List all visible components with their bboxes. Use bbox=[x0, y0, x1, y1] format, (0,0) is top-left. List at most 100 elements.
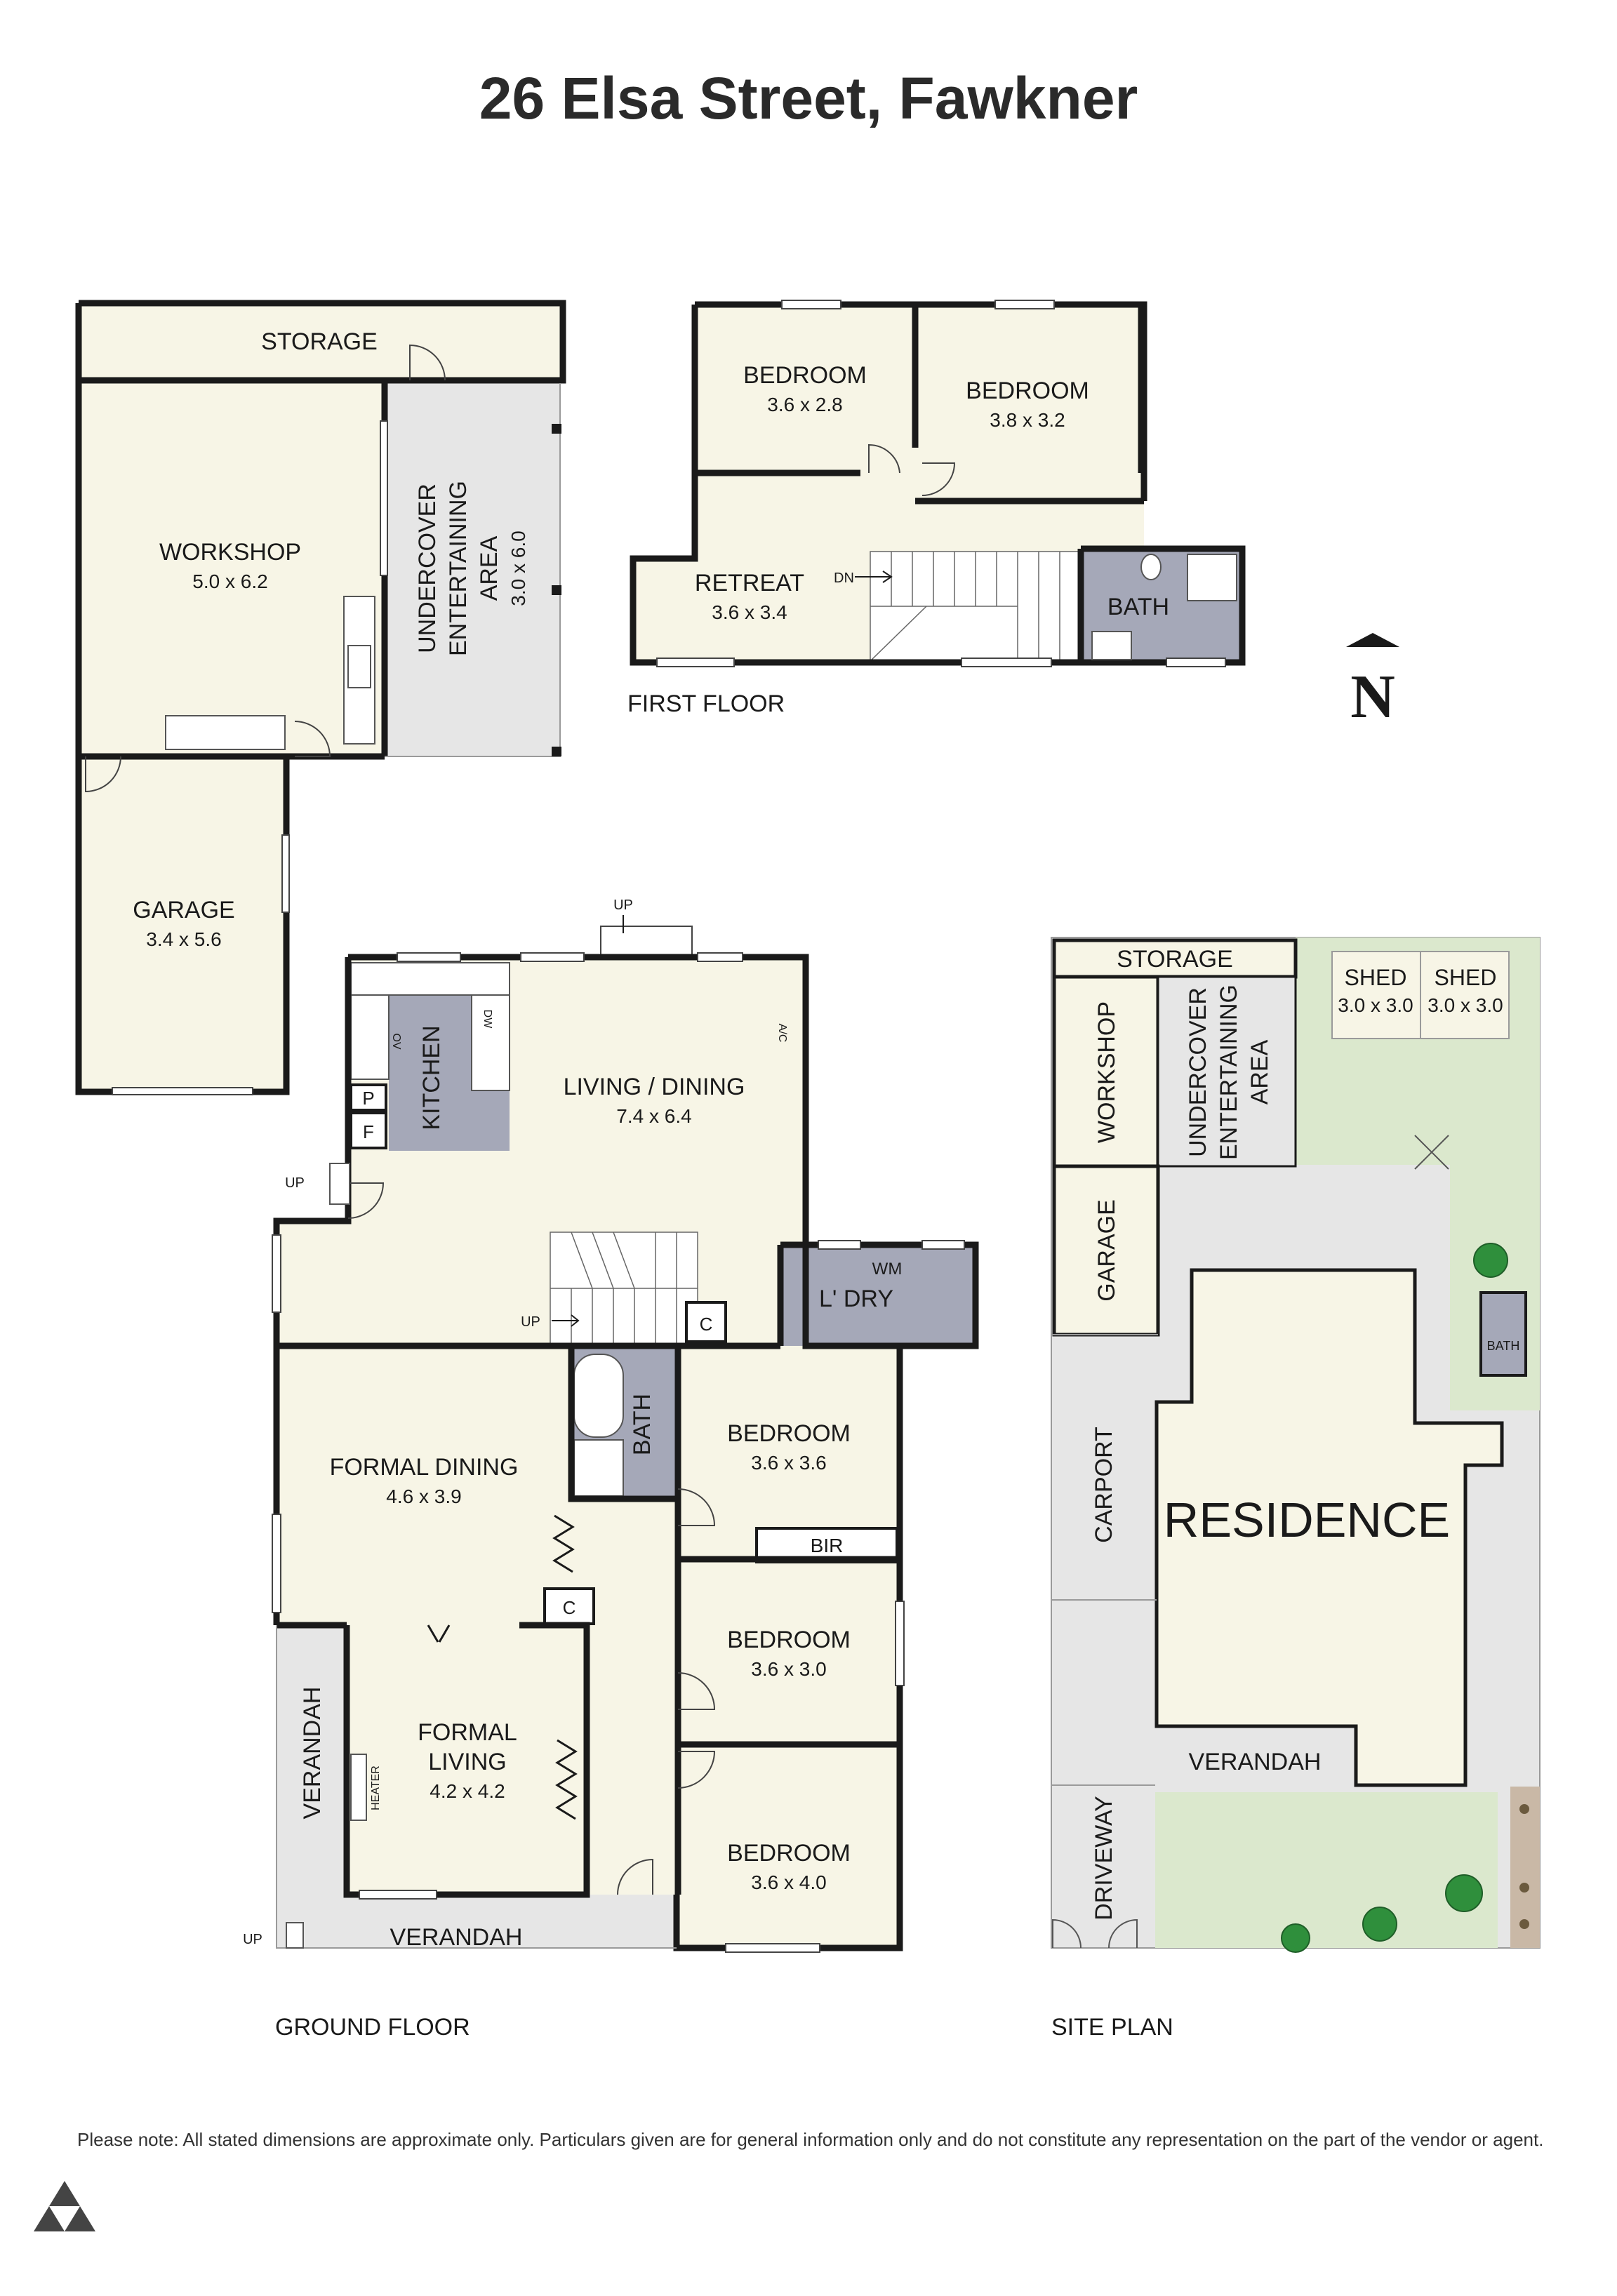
site-workshop bbox=[1052, 975, 1160, 1168]
up-label: UP bbox=[243, 1932, 262, 1947]
shed-size: 3.0 x 3.0 bbox=[1338, 994, 1413, 1016]
outbuilding-walls bbox=[75, 300, 566, 1095]
site-residence bbox=[1154, 1268, 1504, 1787]
garage-label: GARAGE bbox=[133, 897, 234, 923]
door-swing bbox=[677, 1672, 716, 1710]
site-garage-label: GARAGE bbox=[1093, 1199, 1120, 1301]
dishwasher-label: DW bbox=[481, 1010, 493, 1029]
fridge bbox=[350, 1112, 387, 1149]
formal-living-label-2: LIVING bbox=[428, 1749, 506, 1775]
window bbox=[697, 952, 743, 962]
heater bbox=[350, 1754, 367, 1821]
oven-label: OV bbox=[390, 1033, 402, 1049]
entertaining-label-1: UNDERCOVER bbox=[414, 483, 441, 653]
window bbox=[281, 834, 290, 913]
toilet bbox=[1140, 554, 1162, 580]
lawn bbox=[1296, 937, 1540, 1410]
washing-machine-label: WM bbox=[872, 1260, 903, 1279]
workshop-room bbox=[79, 380, 385, 756]
heater-label: HEATER bbox=[370, 1766, 382, 1810]
bath-label: BATH bbox=[1107, 594, 1169, 620]
site-entertaining-label-2: ENTERTAINING bbox=[1216, 985, 1242, 1160]
step bbox=[329, 1163, 350, 1205]
shed-label: SHED bbox=[1345, 965, 1407, 990]
vanity bbox=[1091, 631, 1132, 660]
page-title: 26 Elsa Street, Fawkner bbox=[479, 65, 1138, 131]
lawn bbox=[1155, 1792, 1498, 1948]
formal-living-size: 4.2 x 4.2 bbox=[430, 1780, 505, 1802]
bir-label: BIR bbox=[811, 1535, 844, 1556]
shed-size: 3.0 x 3.0 bbox=[1428, 994, 1503, 1016]
up-label: UP bbox=[285, 1175, 305, 1191]
cupboard-label: C bbox=[700, 1314, 713, 1335]
entertaining-label-3: AREA bbox=[476, 535, 503, 601]
living-dining-size: 7.4 x 6.4 bbox=[616, 1105, 691, 1127]
fridge-label: F bbox=[363, 1121, 374, 1142]
entertaining-label-2: ENTERTAINING bbox=[445, 481, 472, 656]
site-plan: STORAGE WORKSHOP UNDERCOVER ENTERTAINING… bbox=[1051, 937, 1541, 2041]
step bbox=[286, 1922, 304, 1949]
door-swing bbox=[868, 443, 900, 474]
site-plan-label: SITE PLAN bbox=[1051, 2014, 1173, 2041]
kitchen-bench bbox=[471, 994, 510, 1091]
window bbox=[112, 1087, 253, 1095]
door-swing bbox=[347, 1182, 385, 1219]
bedroom-room bbox=[695, 305, 915, 473]
cupboard bbox=[685, 1301, 727, 1343]
site-entertaining-label-3: AREA bbox=[1246, 1039, 1273, 1104]
window bbox=[895, 1601, 905, 1686]
door-swing bbox=[617, 1858, 653, 1895]
kitchen-bench bbox=[350, 994, 390, 1080]
bathtub bbox=[573, 1354, 624, 1438]
shed-label: SHED bbox=[1435, 965, 1497, 990]
retreat-size: 3.6 x 3.4 bbox=[712, 601, 787, 623]
window bbox=[272, 1234, 281, 1313]
door-swing bbox=[85, 756, 121, 793]
shrub-icon bbox=[1519, 1804, 1529, 1929]
bedroom-room bbox=[915, 305, 1144, 501]
bifold-door bbox=[555, 1739, 578, 1820]
site-storage-label: STORAGE bbox=[1117, 946, 1233, 973]
agency-logo bbox=[34, 2181, 95, 2231]
storage-label: STORAGE bbox=[261, 328, 378, 355]
garage-room bbox=[79, 756, 286, 1092]
window bbox=[921, 1240, 965, 1250]
first-floor-plan: BEDROOM 3.6 x 2.8 BEDROOM 3.8 x 3.2 RETR… bbox=[627, 300, 1246, 717]
site-shed bbox=[1420, 951, 1510, 1039]
window bbox=[1166, 658, 1226, 667]
laundry-label: L' DRY bbox=[819, 1286, 893, 1312]
window bbox=[520, 952, 585, 962]
arrow-icon bbox=[552, 1314, 580, 1327]
window bbox=[380, 420, 388, 576]
window bbox=[272, 1514, 281, 1613]
bedroom-size: 3.6 x 2.8 bbox=[767, 394, 842, 415]
bedroom-label: BEDROOM bbox=[727, 1627, 851, 1653]
site-bath bbox=[1479, 1291, 1527, 1377]
laundry-room bbox=[780, 1245, 976, 1346]
door-swing bbox=[677, 1488, 716, 1526]
door-swing bbox=[921, 462, 956, 496]
arrow-icon bbox=[855, 570, 893, 583]
bifold-door bbox=[552, 1514, 575, 1573]
kitchen-label: KITCHEN bbox=[418, 1025, 445, 1130]
post bbox=[552, 747, 561, 756]
outbuilding-plan: STORAGE WORKSHOP 5.0 x 6.2 UNDERCOVER EN… bbox=[75, 300, 566, 1095]
sink bbox=[347, 645, 371, 688]
verandah-side-label: VERANDAH bbox=[299, 1687, 326, 1820]
kitchen-bench bbox=[350, 962, 510, 996]
bay bbox=[600, 926, 693, 958]
up-label: UP bbox=[521, 1314, 540, 1330]
window bbox=[397, 952, 461, 962]
disclaimer: Please note: All stated dimensions are a… bbox=[77, 2129, 1544, 2150]
bedroom-label: BEDROOM bbox=[727, 1840, 851, 1867]
ground-floor-label: GROUND FLOOR bbox=[275, 2014, 470, 2041]
site-verandah-label: VERANDAH bbox=[1189, 1749, 1322, 1775]
formal-dining-size: 4.6 x 3.9 bbox=[386, 1486, 461, 1507]
site-bath-label: BATH bbox=[1487, 1339, 1520, 1353]
bedroom-label: BEDROOM bbox=[743, 362, 867, 389]
site-garage bbox=[1052, 1164, 1160, 1337]
formal-living-label-1: FORMAL bbox=[418, 1719, 517, 1746]
window bbox=[818, 1240, 861, 1250]
door-swing bbox=[294, 721, 331, 757]
window bbox=[725, 1943, 820, 1953]
